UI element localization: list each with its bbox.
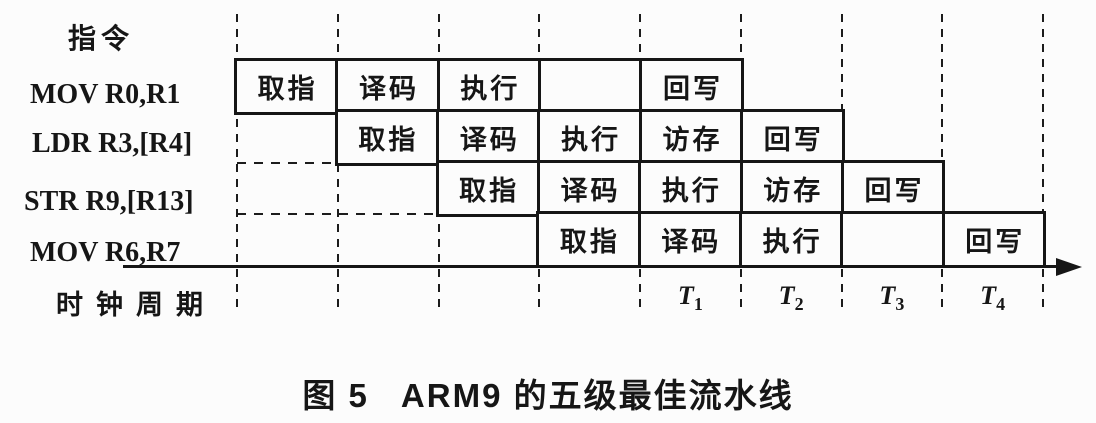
pipeline-row: 取指译码执行 回写: [536, 211, 1046, 268]
figure-caption: 图 5 ARM9 的五级最佳流水线: [0, 369, 1096, 417]
row-connector-dashed-line: [237, 213, 439, 215]
time-axis-line: [123, 265, 1060, 268]
pipeline-row: 取指译码执行访存回写: [435, 160, 946, 217]
pipeline-empty-cell: [541, 61, 643, 112]
pipeline-stage-cell: 回写: [663, 74, 724, 104]
time-cycle-label: T3: [879, 281, 905, 315]
pipeline-empty-cell: [843, 214, 945, 265]
pipeline-stage-cell: 回写: [965, 227, 1026, 257]
pipeline-stage-cell: 访存: [743, 163, 844, 214]
time-cycle-label: T1: [677, 281, 703, 315]
time-cycle-label-base: T: [879, 281, 896, 310]
time-cycle-label-subscript: 3: [895, 294, 905, 315]
instruction-label: STR R9,[R13]: [24, 186, 194, 217]
time-axis-arrow-icon: [1056, 257, 1082, 276]
pipeline-stage-cell: 译码: [540, 163, 642, 214]
pipeline-stage-cell: 取指: [237, 61, 339, 112]
pipeline-row: 取指译码执行访存回写: [334, 109, 845, 166]
pipeline-row: 取指译码执行 回写: [234, 58, 744, 115]
pipeline-stage-cell: 译码: [439, 112, 541, 163]
pipeline-stage-cell: 译码: [641, 214, 742, 265]
time-cycle-label-base: T: [778, 281, 795, 310]
figure-caption-number: 图 5: [302, 377, 369, 414]
time-cycle-label-subscript: 1: [693, 294, 703, 315]
time-cycle-label-subscript: 4: [996, 294, 1006, 315]
clock-cycle-axis-label: 时钟周期: [56, 290, 216, 320]
pipeline-stage-cell: 执行: [742, 214, 844, 265]
pipeline-stage-cell: 访存: [642, 112, 744, 163]
pipeline-stage-cell: 回写: [763, 125, 824, 155]
instruction-axis-label: 指令: [68, 23, 135, 54]
instruction-label: LDR R3,[R4]: [32, 128, 193, 159]
pipeline-stage-cell: 取指: [439, 163, 540, 214]
pipeline-stage-cell: 取指: [338, 112, 440, 163]
pipeline-stage-cell: 执行: [641, 163, 743, 214]
instruction-label: MOV R6,R7: [30, 237, 181, 268]
cycle-boundary-dashed-line: [1042, 14, 1044, 311]
time-cycle-label-subscript: 2: [794, 294, 804, 315]
time-cycle-label: T4: [980, 281, 1006, 315]
time-cycle-label: T2: [778, 281, 804, 315]
time-cycle-label-base: T: [677, 281, 694, 310]
pipeline-stage-cell: 译码: [338, 61, 440, 112]
pipeline-stage-cell: 执行: [440, 61, 542, 112]
pipeline-stage-cell: 执行: [540, 112, 642, 163]
figure-caption-title: ARM9 的五级最佳流水线: [400, 377, 794, 414]
row-connector-dashed-line: [237, 162, 338, 164]
instruction-label: MOV R0,R1: [30, 79, 181, 110]
time-cycle-label-base: T: [980, 281, 997, 310]
pipeline-stage-cell: 回写: [864, 176, 925, 206]
pipeline-stage-cell: 取指: [539, 214, 641, 265]
